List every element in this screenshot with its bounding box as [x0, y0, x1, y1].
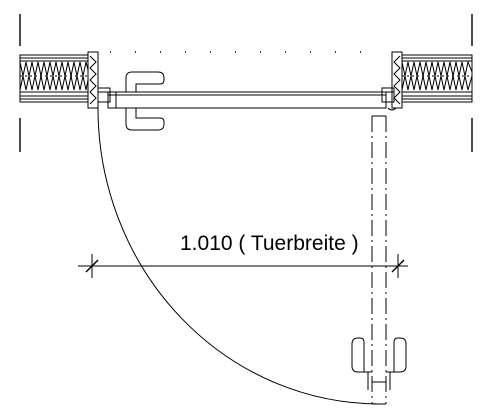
door-swing-arc	[97, 107, 381, 405]
dimension-line	[78, 254, 408, 278]
door-handle-open	[351, 337, 407, 390]
right-door-frame	[381, 51, 403, 111]
right-wall-panel	[401, 54, 473, 103]
left-wall-panel	[19, 54, 89, 103]
dimension-tick-left	[85, 259, 99, 273]
door-handle-closed	[115, 71, 165, 131]
door-width-dimension-label: 1.010 ( Tuerbreite )	[180, 232, 359, 255]
dimension-tick-right	[391, 259, 405, 273]
right-insulation-hatch	[401, 61, 473, 91]
door-leaf-open	[371, 115, 387, 405]
left-insulation-hatch	[19, 61, 89, 91]
wall-end-marks	[19, 14, 473, 152]
door-leaf-closed	[107, 91, 387, 109]
left-door-frame	[87, 51, 111, 109]
